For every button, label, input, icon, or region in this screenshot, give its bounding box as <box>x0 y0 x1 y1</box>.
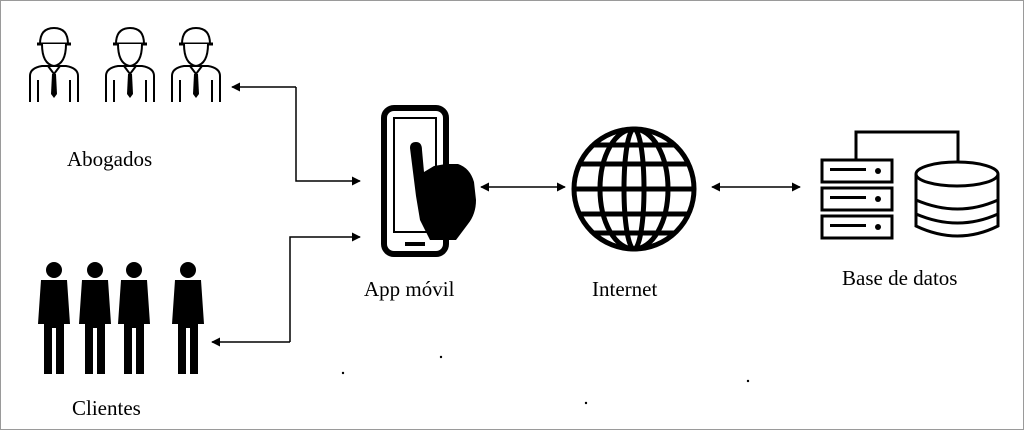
client-figure-4 <box>172 262 204 374</box>
lawyer-group-icon <box>28 26 222 104</box>
client-figure-2 <box>79 262 111 374</box>
smartphone-touch-icon <box>381 105 476 257</box>
lawyer-figure-2 <box>104 26 156 104</box>
client-figure-1 <box>38 262 70 374</box>
connector-clients-app <box>211 232 361 347</box>
lawyer-figure-3 <box>170 26 222 104</box>
server-database-icon <box>820 130 1000 240</box>
lawyer-figure-1 <box>28 26 80 104</box>
stray-dots <box>341 355 750 405</box>
lawyers-label: Abogados <box>67 147 153 171</box>
internet-label: Internet <box>592 277 658 301</box>
globe-icon <box>571 126 697 252</box>
client-figure-3 <box>118 262 150 374</box>
people-silhouette-group-icon <box>38 262 204 374</box>
app-label: App móvil <box>364 277 455 301</box>
connector-lawyers-app <box>231 82 361 186</box>
clients-label: Clientes <box>72 396 141 420</box>
database-label: Base de datos <box>842 266 958 290</box>
